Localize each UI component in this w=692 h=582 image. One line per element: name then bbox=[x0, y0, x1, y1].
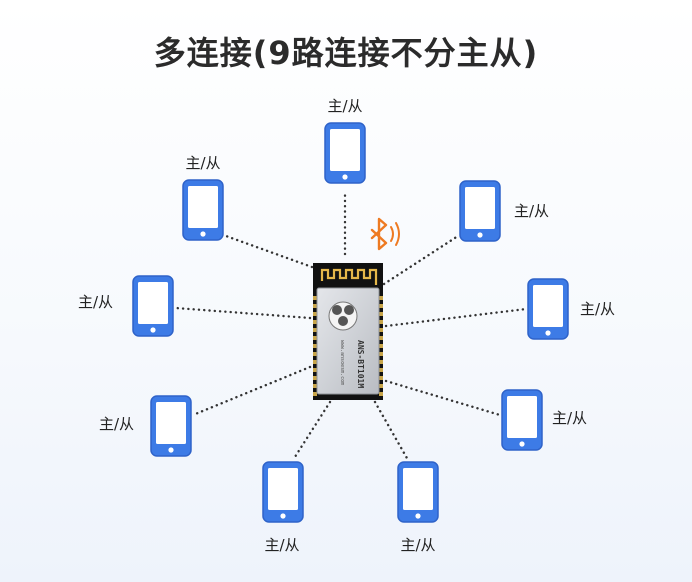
connection-line-upper-right bbox=[382, 234, 460, 286]
module-pad bbox=[313, 312, 317, 316]
phone-mid-right: 主/从 bbox=[527, 278, 615, 340]
phone-lower-left: 主/从 bbox=[99, 395, 192, 457]
phone-mid-left: 主/从 bbox=[78, 275, 174, 337]
connection-line-mid-right bbox=[384, 307, 528, 328]
module-pad bbox=[313, 384, 317, 388]
phones: 主/从主/从主/从主/从主/从主/从主/从主/从主/从 bbox=[78, 97, 615, 554]
phone-bottom-left: 主/从 bbox=[262, 461, 304, 554]
connection-line-mid-left bbox=[174, 306, 312, 320]
phone-upper-left: 主/从 bbox=[182, 154, 224, 241]
bluetooth-module: ANS-BT101M www.ansoesm.com bbox=[313, 263, 383, 400]
antenna-trace bbox=[320, 268, 378, 285]
module-pad bbox=[313, 344, 317, 348]
smartphone-icon bbox=[262, 461, 304, 523]
module-pad bbox=[379, 312, 383, 316]
phone-label-mid-right: 主/从 bbox=[580, 300, 615, 318]
phone-label-bottom-right: 主/从 bbox=[400, 536, 435, 554]
bluetooth-icon bbox=[370, 217, 400, 251]
module-pad bbox=[379, 392, 383, 396]
module-pad bbox=[379, 352, 383, 356]
connection-line-upper-left bbox=[224, 234, 314, 269]
phone-top: 主/从 bbox=[324, 97, 366, 184]
module-pad bbox=[313, 392, 317, 396]
module-logo bbox=[328, 301, 358, 331]
phone-label-top: 主/从 bbox=[327, 97, 362, 115]
phone-label-bottom-left: 主/从 bbox=[264, 536, 299, 554]
smartphone-icon bbox=[324, 122, 366, 184]
smartphone-icon bbox=[182, 179, 224, 241]
module-pads bbox=[313, 296, 383, 396]
module-pad bbox=[379, 344, 383, 348]
smartphone-icon bbox=[132, 275, 174, 337]
phone-upper-right: 主/从 bbox=[459, 180, 549, 242]
module-model-label: ANS-BT101M bbox=[356, 340, 365, 388]
module-pad bbox=[379, 384, 383, 388]
connection-line-bottom-right bbox=[373, 400, 410, 462]
module-pad bbox=[313, 304, 317, 308]
module-pad bbox=[313, 352, 317, 356]
module-pad bbox=[313, 296, 317, 300]
phone-bottom-right: 主/从 bbox=[397, 461, 439, 554]
module-pad bbox=[313, 336, 317, 340]
module-pad bbox=[379, 296, 383, 300]
connection-line-lower-right bbox=[384, 379, 502, 417]
module-pad bbox=[313, 376, 317, 380]
module-pad bbox=[379, 320, 383, 324]
connection-line-bottom-left bbox=[291, 400, 332, 462]
module-pad bbox=[313, 320, 317, 324]
smartphone-icon bbox=[150, 395, 192, 457]
module-site-label: www.ansoesm.com bbox=[339, 340, 345, 385]
module-pad bbox=[379, 336, 383, 340]
module-pad bbox=[379, 328, 383, 332]
page-title: 多连接(9路连接不分主从) bbox=[153, 34, 539, 72]
module-pad bbox=[379, 304, 383, 308]
module-pad bbox=[313, 328, 317, 332]
phone-label-mid-left: 主/从 bbox=[78, 293, 113, 311]
smartphone-icon bbox=[459, 180, 501, 242]
phone-lower-right: 主/从 bbox=[501, 389, 587, 451]
module-pad bbox=[313, 360, 317, 364]
smartphone-icon bbox=[527, 278, 569, 340]
module-pad bbox=[379, 368, 383, 372]
module-pad bbox=[313, 368, 317, 372]
module-pad bbox=[379, 360, 383, 364]
phone-label-lower-right: 主/从 bbox=[552, 409, 587, 427]
smartphone-icon bbox=[397, 461, 439, 523]
phone-label-upper-right: 主/从 bbox=[514, 202, 549, 220]
connection-line-lower-left bbox=[191, 365, 312, 417]
module-pad bbox=[379, 376, 383, 380]
smartphone-icon bbox=[501, 389, 543, 451]
phone-label-upper-left: 主/从 bbox=[185, 154, 220, 172]
phone-label-lower-left: 主/从 bbox=[99, 415, 134, 433]
connection-lines bbox=[174, 190, 528, 462]
